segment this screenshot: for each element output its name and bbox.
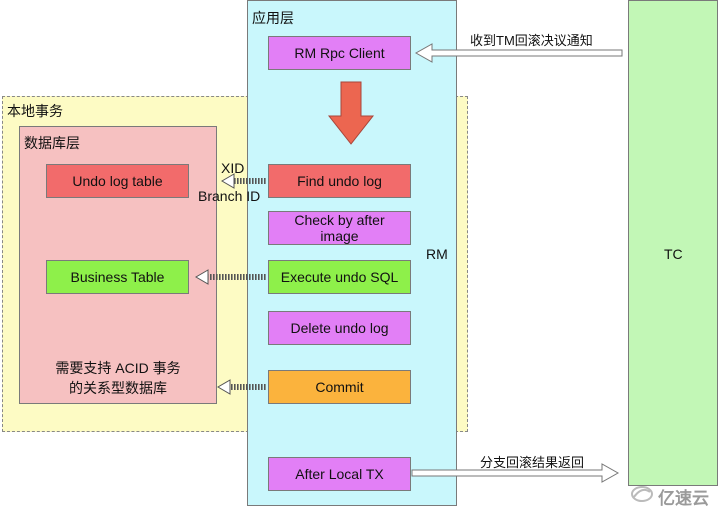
find-undo-log-label: Find undo log bbox=[297, 173, 382, 189]
rm-rpc-client-label: RM Rpc Client bbox=[294, 45, 385, 61]
undo-log-table-box: Undo log table bbox=[46, 164, 189, 198]
xid-label: XID bbox=[221, 160, 245, 176]
execute-undo-sql-label: Execute undo SQL bbox=[280, 269, 399, 285]
after-local-tx-label: After Local TX bbox=[295, 466, 384, 482]
commit-arrow bbox=[217, 379, 266, 395]
watermark-logo-icon bbox=[631, 486, 653, 502]
branch-id-label: Branch ID bbox=[198, 188, 261, 204]
find-undo-log-box: Find undo log bbox=[268, 164, 411, 198]
branch-result-arrow bbox=[411, 463, 620, 483]
note-line-2: 的关系型数据库 bbox=[69, 380, 167, 396]
commit-label: Commit bbox=[315, 379, 364, 395]
check-after-image-line-2: image bbox=[320, 228, 359, 244]
flow-down-arrow bbox=[327, 81, 375, 145]
after-local-tx-box: After Local TX bbox=[268, 457, 411, 491]
tm-rollback-notice-label: 收到TM回滚决议通知 bbox=[470, 33, 593, 48]
local-transaction-label: 本地事务 bbox=[7, 103, 63, 119]
business-table-box: Business Table bbox=[46, 260, 189, 294]
database-requirement-note: 需要支持 ACID 事务 的关系型数据库 bbox=[19, 358, 217, 398]
tm-notice-arrow bbox=[414, 43, 623, 63]
business-table-label: Business Table bbox=[70, 269, 165, 285]
application-layer-label: 应用层 bbox=[252, 10, 294, 26]
undo-log-table-label: Undo log table bbox=[72, 173, 163, 189]
find-undo-log-arrow bbox=[221, 173, 266, 189]
delete-undo-log-label: Delete undo log bbox=[290, 320, 389, 336]
delete-undo-log-box: Delete undo log bbox=[268, 311, 411, 345]
execute-undo-sql-arrow bbox=[195, 269, 266, 285]
rm-rpc-client-box: RM Rpc Client bbox=[268, 36, 411, 70]
branch-rollback-result-label: 分支回滚结果返回 bbox=[480, 455, 585, 470]
tc-column bbox=[628, 0, 718, 486]
execute-undo-sql-box: Execute undo SQL bbox=[268, 260, 411, 294]
note-line-1: 需要支持 ACID 事务 bbox=[55, 360, 181, 376]
commit-box: Commit bbox=[268, 370, 411, 404]
watermark-text: 亿速云 bbox=[658, 489, 709, 508]
rm-label: RM bbox=[426, 246, 448, 262]
tc-label: TC bbox=[664, 246, 683, 262]
database-layer-label: 数据库层 bbox=[24, 135, 80, 151]
check-after-image-box: Check by after image bbox=[268, 211, 411, 245]
check-after-image-line-1: Check by after bbox=[294, 212, 385, 228]
